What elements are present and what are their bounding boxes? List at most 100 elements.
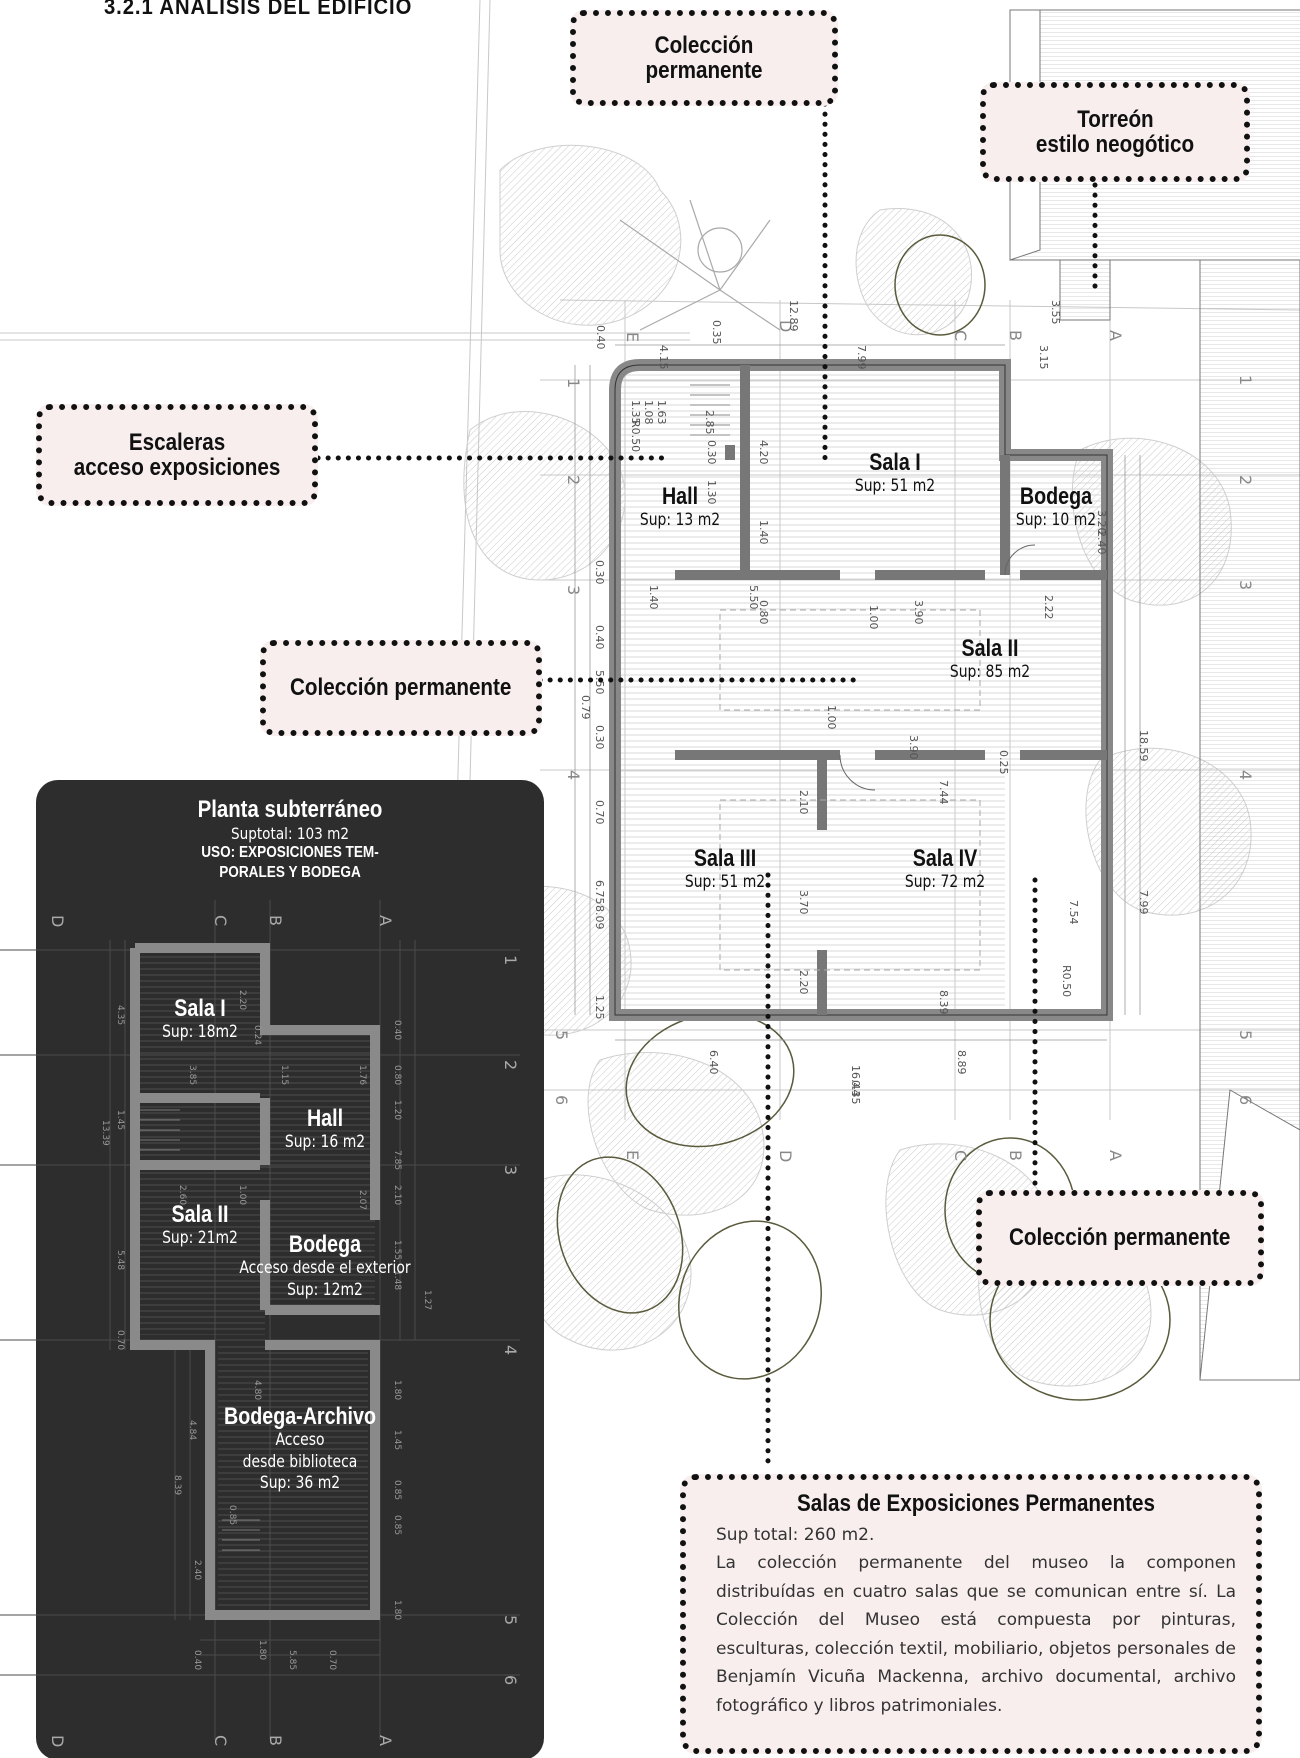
basement-axis-letter: D (48, 1735, 67, 1747)
dimension-label: 1.40 (757, 520, 770, 545)
dimension-label: 0.80 (757, 600, 770, 625)
room-sala-iv-area: Sup: 72 m2 (904, 872, 986, 893)
basement-axis-letter: C (211, 1735, 230, 1746)
room-hall: Hall Sup: 13 m2 (620, 483, 740, 531)
svg-text:A: A (1106, 1150, 1125, 1161)
dimension-label: 1.30 (705, 480, 718, 505)
basement-axis-letter: B (266, 915, 285, 926)
basement-room-hall: Hall Sup: 16 m2 (265, 1105, 385, 1154)
room-sala-iv: Sala IV Sup: 72 m2 (880, 845, 1010, 893)
basement-dimension-label: 0.85 (392, 1480, 402, 1500)
callout-coleccion-right: Colección permanente (976, 1190, 1264, 1286)
callout-torreon-line1: Torreón (1076, 105, 1154, 133)
basement-dimension-label: 2.40 (192, 1560, 202, 1580)
ground-floor-plan (609, 359, 1113, 1021)
basement-dimension-label: 0.70 (115, 1330, 125, 1350)
dimension-label: 0.79 (579, 695, 592, 720)
room-bodega-area: Sup: 10 m2 (1015, 510, 1097, 531)
basement-dimension-label: 1.00 (237, 1185, 247, 1205)
basement-axis-number: 3 (501, 1165, 520, 1175)
basement-dimension-label: 2.60 (177, 1185, 187, 1205)
basement-dimension-label: 2.07 (357, 1190, 367, 1210)
callout-escaleras-line1: Escaleras (128, 428, 226, 456)
basement-room-bodega-archivo: Bodega-Archivo Acceso desde biblioteca S… (200, 1403, 400, 1494)
callout-torreon-line2: estilo neogótico (1035, 131, 1195, 158)
dimension-label: 0.40 (594, 325, 607, 350)
svg-text:3: 3 (1236, 580, 1255, 590)
basement-room-bodega-archivo-line1: Acceso (275, 1430, 325, 1451)
svg-text:E: E (623, 1150, 642, 1160)
svg-text:1: 1 (1236, 375, 1255, 385)
room-sala-iii-name: Sala III (693, 845, 757, 872)
dimension-label: 1.40 (647, 585, 660, 610)
dimension-label: 7.99 (855, 345, 868, 370)
basement-dimension-label: 5.85 (287, 1650, 297, 1670)
basement-dimension-label: 1.48 (392, 1270, 402, 1290)
svg-text:4: 4 (564, 770, 583, 780)
basement-room-bodega-access: Acceso desde el exterior (239, 1258, 411, 1279)
basement-room-bodega: Bodega Acceso desde el exterior Sup: 12m… (220, 1231, 430, 1301)
basement-dimension-label: 1.80 (257, 1640, 267, 1660)
basement-dimension-label: 0.80 (392, 1065, 402, 1085)
room-sala-ii-name: Sala II (961, 635, 1019, 662)
basement-axis-number: 2 (501, 1060, 520, 1070)
dimension-label: 7.99 (1137, 890, 1150, 915)
dimension-label: 2.40 (1095, 530, 1108, 555)
dimension-label: 0.30 (593, 560, 606, 585)
basement-axis-letter: C (211, 915, 230, 926)
basement-room-bodega-archivo-area: Sup: 36 m2 (259, 1472, 341, 1493)
dimension-label: 4.20 (757, 440, 770, 465)
basement-axis-letter: D (48, 915, 67, 927)
dimension-lines (574, 344, 1141, 1041)
room-sala-i-name: Sala I (869, 449, 921, 476)
svg-text:2: 2 (564, 475, 583, 485)
dimension-label: 1.63 (655, 400, 668, 425)
dimension-label: 1.00 (825, 705, 838, 730)
svg-text:D: D (776, 1150, 795, 1162)
basement-dimension-label: 1.27 (422, 1290, 432, 1310)
dimension-label: 6.75 (593, 880, 606, 905)
svg-text:E: E (623, 332, 642, 342)
callout-escaleras: Escaleras acceso exposiciones (36, 404, 318, 506)
section-title: 3.2.1 ANÁLISIS DEL EDIFICIO (104, 0, 413, 19)
callout-escaleras-line2: acceso exposiciones (73, 454, 281, 481)
svg-text:C: C (951, 330, 970, 341)
info-sup-total: Sup total: 260 m2. (716, 1525, 875, 1545)
dimension-label: 0.70 (593, 800, 606, 825)
dimension-label: 1.00 (867, 605, 880, 630)
basement-dimension-label: 7.85 (392, 1150, 402, 1170)
room-hall-area: Sup: 13 m2 (639, 510, 721, 531)
svg-text:3: 3 (564, 585, 583, 595)
room-sala-i: Sala I Sup: 51 m2 (830, 449, 960, 497)
basement-room-bodega-archivo-name: Bodega-Archivo (223, 1403, 376, 1430)
dimension-label: 0.25 (997, 750, 1010, 775)
dimension-label: 3.15 (1037, 345, 1050, 370)
dimension-label: 1.25 (593, 995, 606, 1020)
basement-room-bodega-name: Bodega (288, 1231, 362, 1258)
dimension-label: 12.89 (787, 300, 800, 332)
dimension-label: 1.08 (642, 400, 655, 425)
basement-room-sala-i-name: Sala I (174, 995, 226, 1022)
dimension-label: 0.40 (593, 625, 606, 650)
basement-dimension-label: 2.10 (392, 1185, 402, 1205)
basement-dimension-label: 0.40 (192, 1650, 202, 1670)
basement-header: Planta subterráneo Suptotal: 103 m2 USO:… (60, 796, 520, 883)
basement-room-sala-ii: Sala II Sup: 21m2 (140, 1201, 260, 1250)
basement-axis-number: 5 (501, 1615, 520, 1625)
basement-dimension-label: 0.24 (252, 1025, 262, 1045)
basement-dimension-label: 1.45 (115, 1110, 125, 1130)
svg-text:1: 1 (564, 378, 583, 388)
svg-text:A: A (1106, 330, 1125, 341)
basement-axis-number: 1 (501, 955, 520, 965)
dimension-label: R0.50 (1060, 965, 1073, 997)
basement-dimension-label: 13.39 (100, 1120, 110, 1146)
basement-dimension-label: 2.20 (237, 990, 247, 1010)
basement-dimension-label: 4.35 (115, 1005, 125, 1025)
dimension-label: R0.50 (629, 420, 642, 452)
dimension-label: 2.10 (797, 790, 810, 815)
dimension-label: 5.50 (747, 585, 760, 610)
dimension-label: 0.35 (849, 1080, 862, 1105)
basement-dimension-label: 0.85 (227, 1505, 237, 1525)
